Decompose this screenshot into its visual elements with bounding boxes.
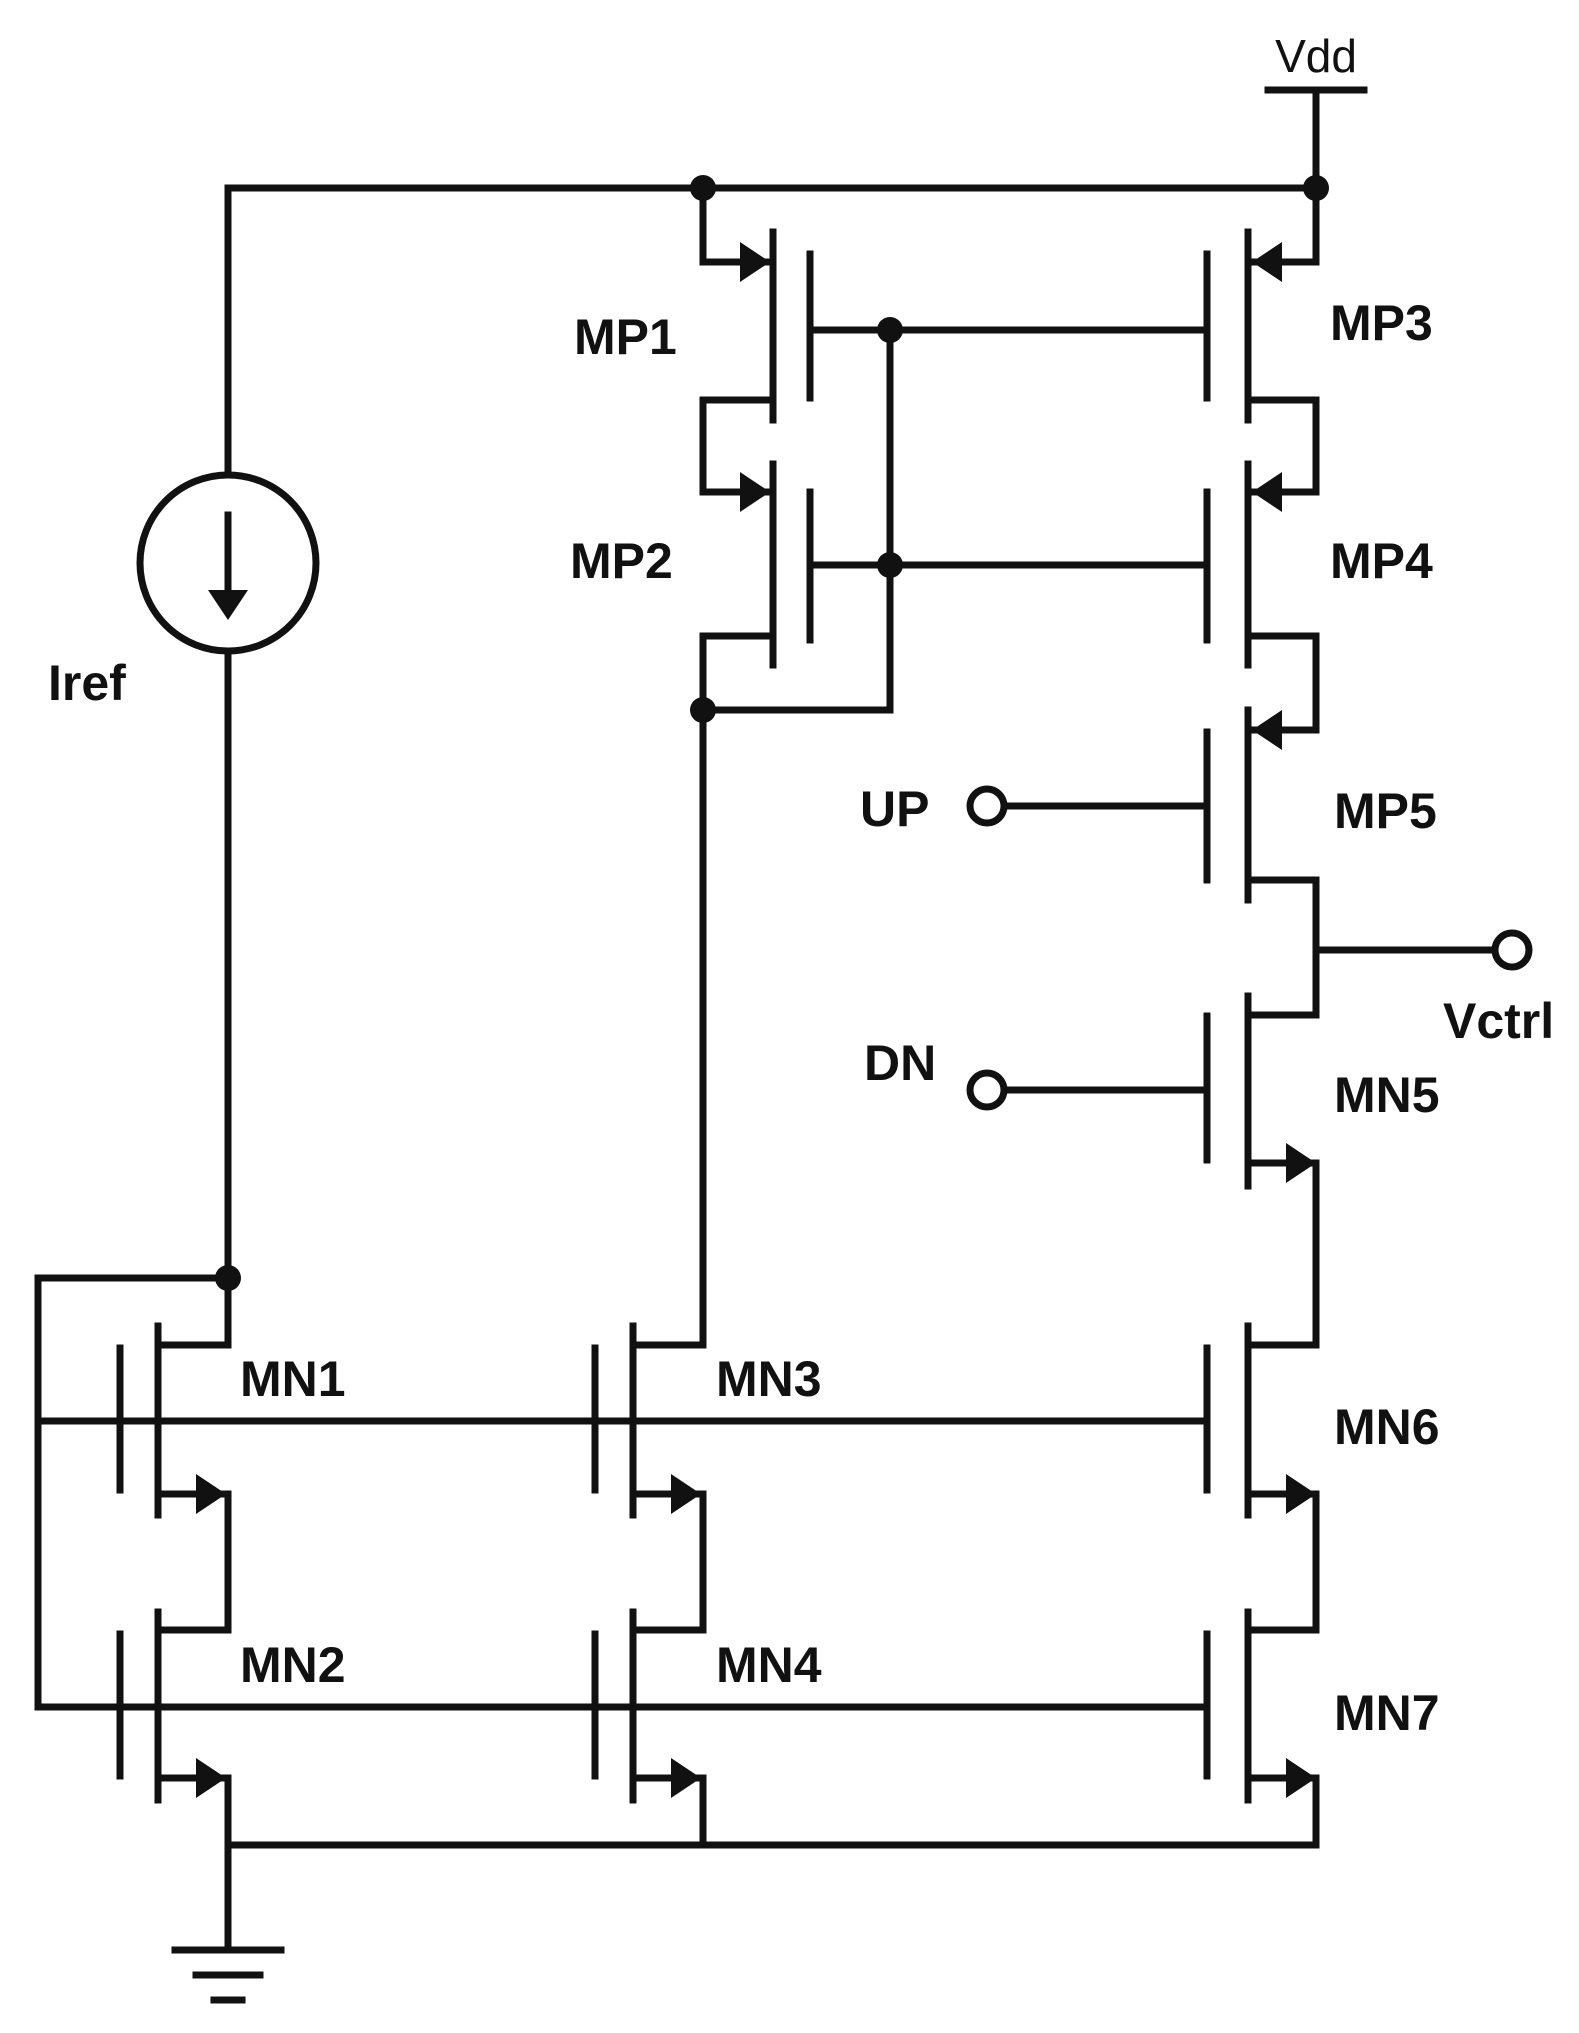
supply-rail xyxy=(224,184,1320,474)
junction-dot xyxy=(877,552,903,578)
vctrl-output-terminal xyxy=(1312,929,1533,971)
iref-label: Iref xyxy=(48,655,126,711)
dn-label: DN xyxy=(864,1035,936,1091)
mp2-label: MP2 xyxy=(570,533,673,589)
mp5-label: MP5 xyxy=(1334,783,1437,839)
transistor-mn4 xyxy=(591,1608,707,1849)
current-source-icon xyxy=(136,471,320,1282)
mn5-label: MN5 xyxy=(1334,1067,1440,1123)
ground-icon xyxy=(171,1946,285,2004)
transistor-mn3 xyxy=(591,1322,707,1634)
transistor-mn1 xyxy=(116,1274,232,1634)
vdd-label: Vdd xyxy=(1275,30,1357,82)
up-input-terminal xyxy=(966,785,1008,827)
mp3-label: MP3 xyxy=(1330,295,1433,351)
dn-input-terminal xyxy=(966,1069,1008,1111)
up-label: UP xyxy=(860,781,929,837)
vdd-supply-icon xyxy=(1264,86,1368,192)
transistor-mp4 xyxy=(1203,460,1320,734)
transistor-mn5 xyxy=(983,992,1320,1349)
junction-dots xyxy=(215,175,1329,1291)
mn3-label: MN3 xyxy=(716,1351,822,1407)
transistor-mp3 xyxy=(1203,184,1320,496)
mn6-label: MN6 xyxy=(1334,1399,1440,1455)
transistor-mp5 xyxy=(983,706,1320,1019)
pmos-gate-bus xyxy=(699,326,1211,1349)
junction-dot xyxy=(690,697,716,723)
ground-rail xyxy=(224,1774,1320,1954)
junction-dot xyxy=(877,317,903,343)
transistor-mn2 xyxy=(116,1608,232,1804)
junction-dot xyxy=(690,175,716,201)
junction-dot xyxy=(1303,175,1329,201)
nmos-gate-bus xyxy=(34,1274,1211,1711)
mn1-label: MN1 xyxy=(240,1351,346,1407)
vctrl-label: Vctrl xyxy=(1443,993,1554,1049)
junction-dot xyxy=(215,1265,241,1291)
mp1-label: MP1 xyxy=(574,309,677,365)
transistor-mp1 xyxy=(699,184,894,496)
mn2-label: MN2 xyxy=(240,1637,346,1693)
transistor-mn7 xyxy=(1203,1608,1320,1849)
transistor-mp2 xyxy=(699,460,894,714)
mn7-label: MN7 xyxy=(1334,1685,1440,1741)
arrow-down-icon xyxy=(208,511,248,620)
transistor-mn6 xyxy=(1203,1322,1320,1634)
mp4-label: MP4 xyxy=(1330,533,1433,589)
mn4-label: MN4 xyxy=(716,1637,822,1693)
